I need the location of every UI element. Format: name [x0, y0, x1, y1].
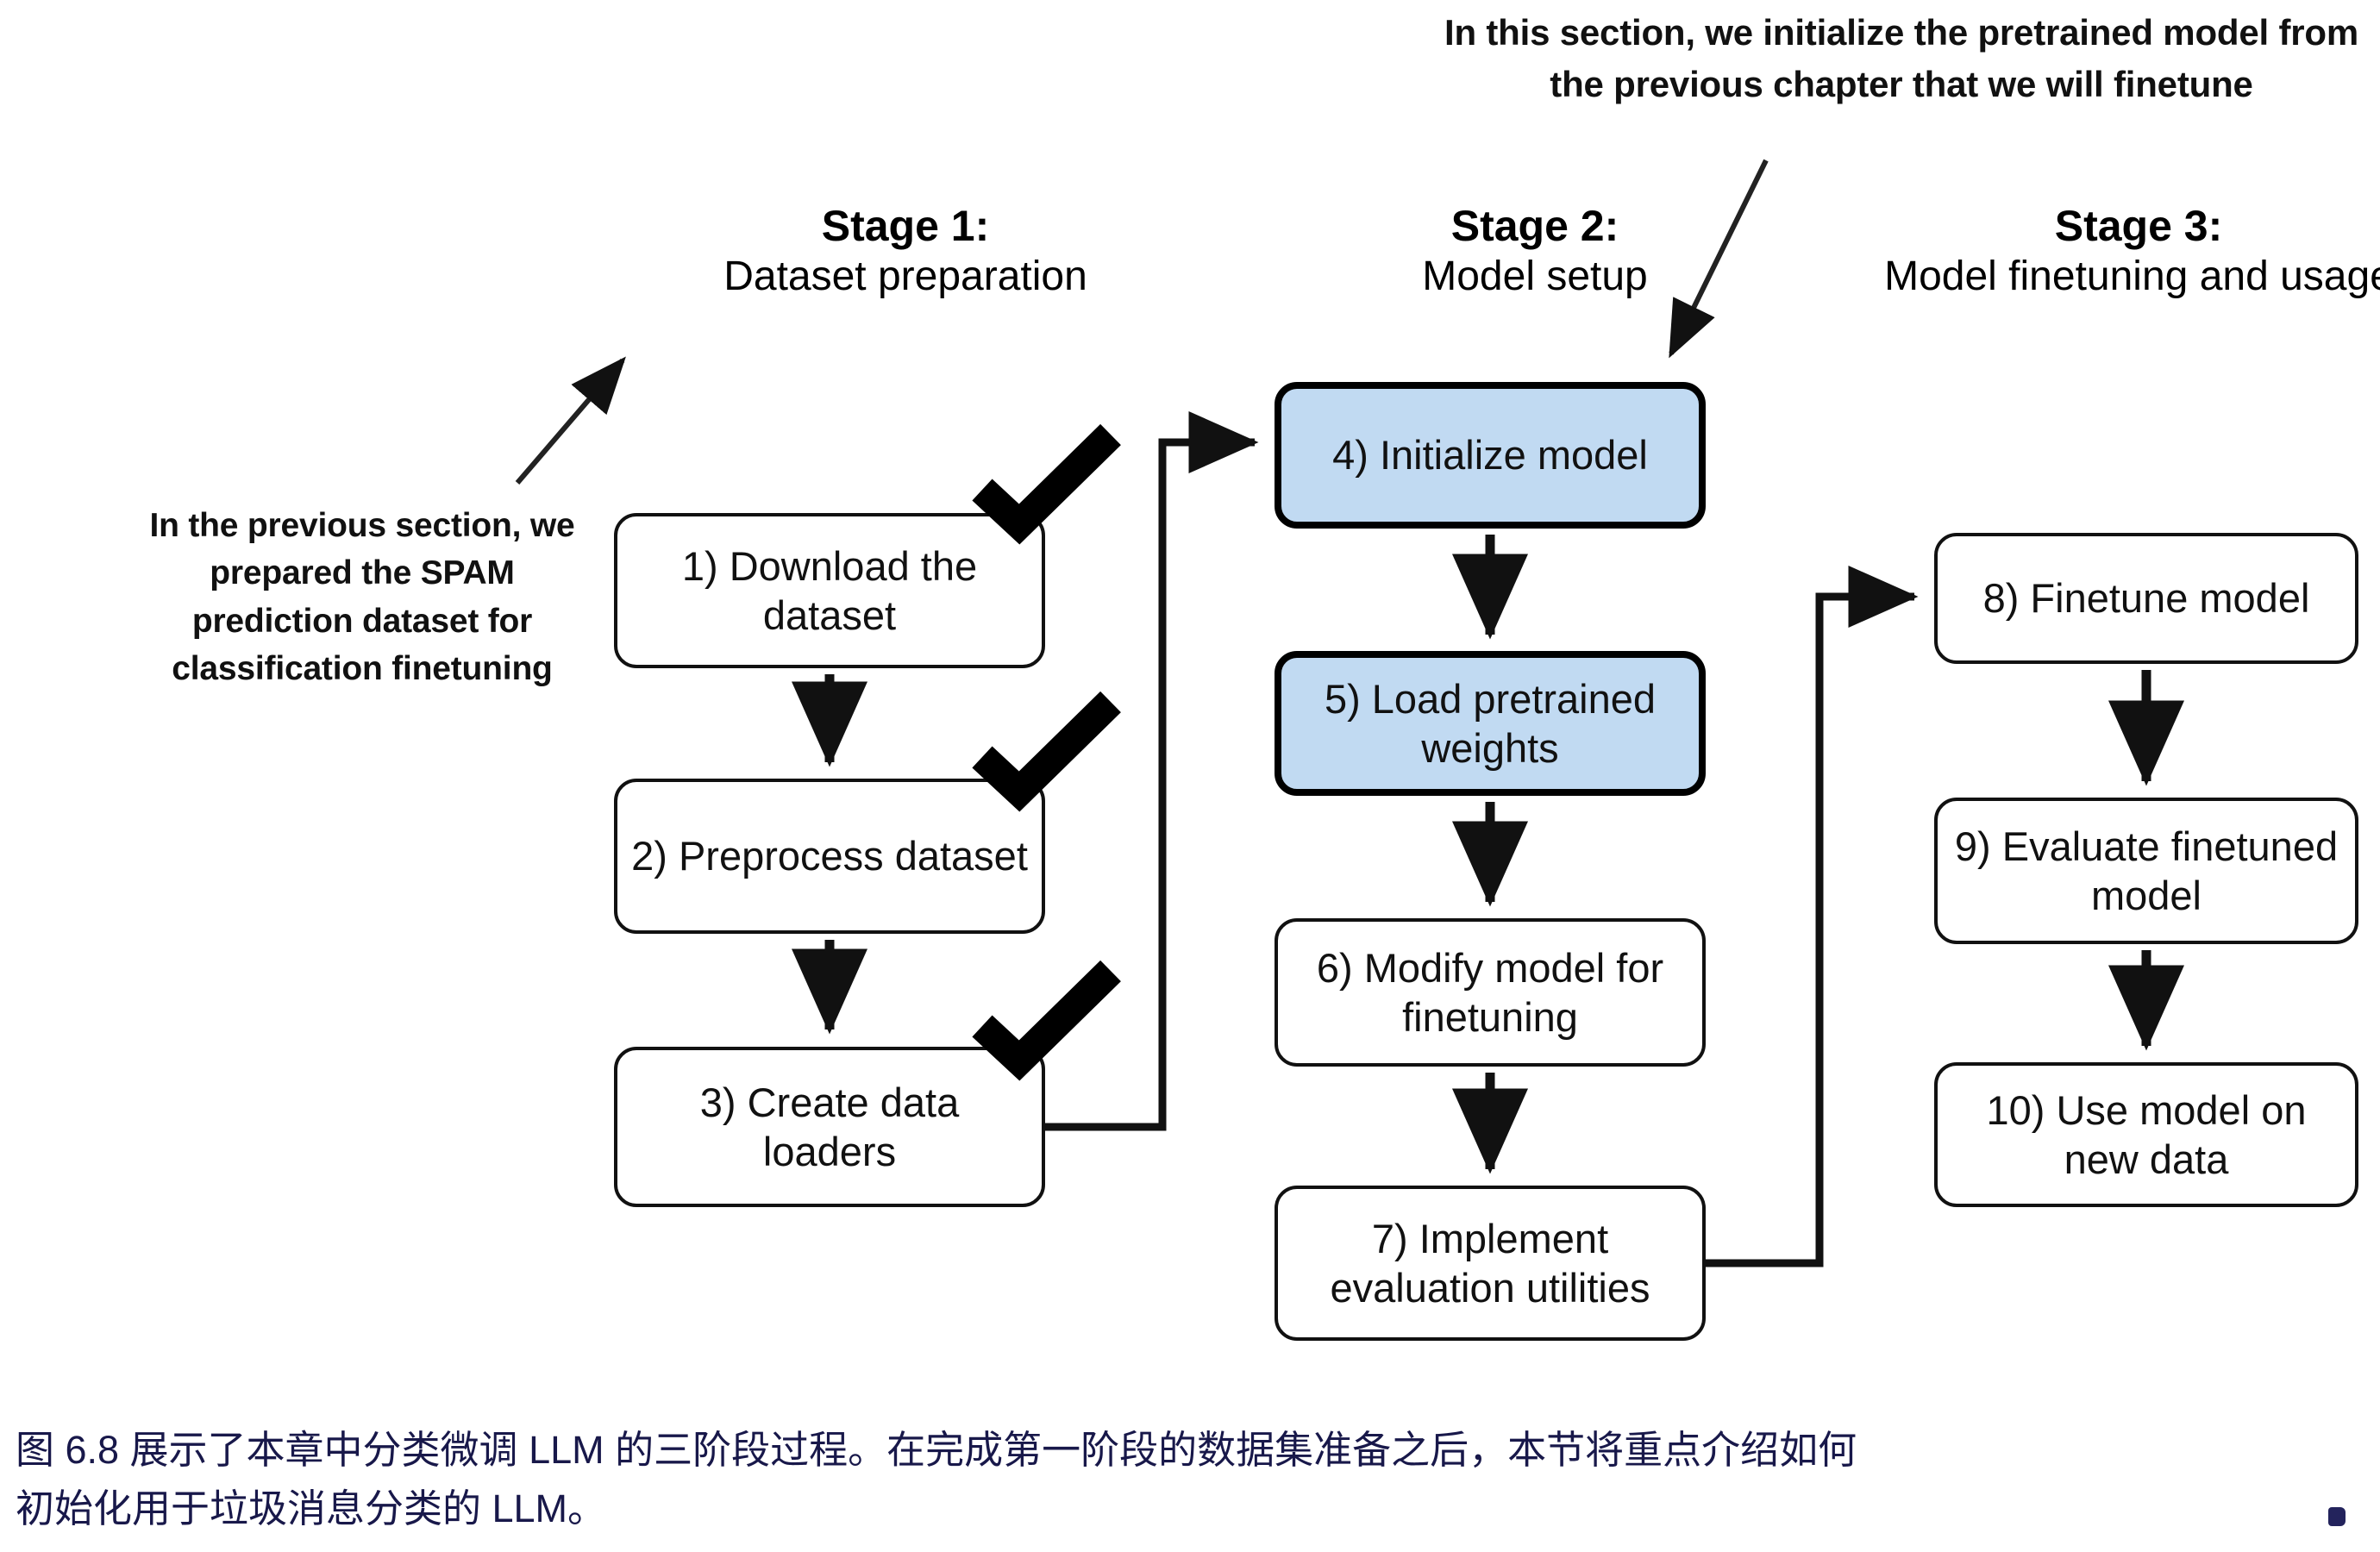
- check-icon: [972, 423, 1121, 545]
- annotation-pointer-icon-left: [515, 356, 626, 485]
- stage-3-subtitle: Model finetuning and usage: [1884, 253, 2380, 299]
- cursor-mark: [2328, 1507, 2346, 1526]
- stage-1-subtitle: Dataset preparation: [723, 253, 1087, 299]
- connector-stage2-to-stage3: [1706, 566, 1919, 1267]
- stage-3-title: Stage 3:: [2054, 202, 2223, 250]
- annotation-top-text: In this section, we initialize the pretr…: [1444, 12, 2358, 104]
- stage-1-header: Stage 1: Dataset preparation: [595, 200, 1216, 302]
- step-box-modify-model[interactable]: 6) Modify model for finetuning: [1275, 918, 1706, 1067]
- caption-line-2: 初始化用于垃圾消息分类的 LLM。: [16, 1486, 607, 1531]
- step-box-preprocess-dataset[interactable]: 2) Preprocess dataset: [614, 779, 1045, 934]
- step-box-finetune-model[interactable]: 8) Finetune model: [1934, 533, 2358, 664]
- connector-stage1-to-stage2: [1045, 411, 1259, 1131]
- step-box-load-pretrained-weights[interactable]: 5) Load pretrained weights: [1275, 651, 1706, 796]
- caption-line-1: 图 6.8 展示了本章中分类微调 LLM 的三阶段过程。在完成第一阶段的数据集准…: [16, 1428, 1857, 1472]
- stage-3-header: Stage 3: Model finetuning and usage: [1880, 200, 2380, 302]
- step-box-initialize-model[interactable]: 4) Initialize model: [1275, 382, 1706, 529]
- stage-1-title: Stage 1:: [821, 202, 990, 250]
- stage-2-subtitle: Model setup: [1422, 253, 1648, 299]
- figure-caption: 图 6.8 展示了本章中分类微调 LLM 的三阶段过程。在完成第一阶段的数据集准…: [16, 1421, 2344, 1539]
- step-box-create-data-loaders[interactable]: 3) Create data loaders: [614, 1047, 1045, 1207]
- step-box-implement-evaluation[interactable]: 7) Implement evaluation utilities: [1275, 1186, 1706, 1341]
- stage-2-title: Stage 2:: [1450, 202, 1619, 250]
- step-box-evaluate-finetuned[interactable]: 9) Evaluate finetuned model: [1934, 798, 2358, 944]
- step-box-use-model-new-data[interactable]: 10) Use model on new data: [1934, 1062, 2358, 1207]
- step-box-download-dataset[interactable]: 1) Download the dataset: [614, 513, 1045, 668]
- stage-2-header: Stage 2: Model setup: [1293, 200, 1776, 302]
- annotation-left-text: In the previous section, we prepared the…: [149, 507, 575, 688]
